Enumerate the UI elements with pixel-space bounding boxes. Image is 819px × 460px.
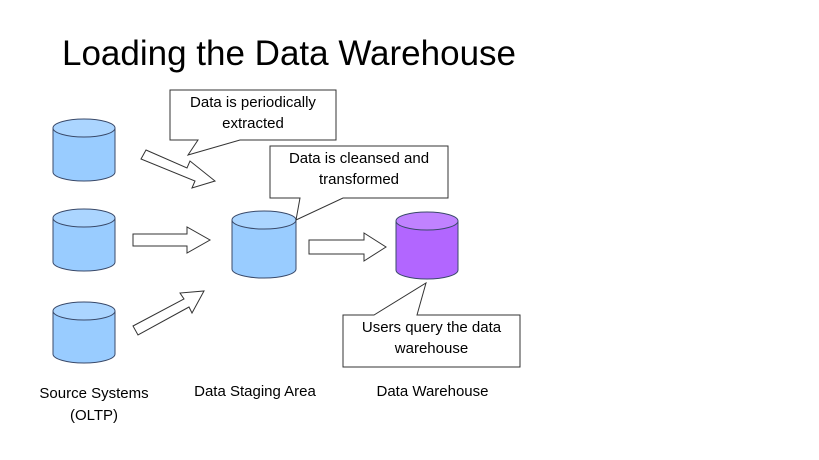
label-source-line2: (OLTP)	[69, 407, 119, 424]
callout-transform-line1: Data is cleansed and	[288, 150, 430, 167]
callout-transform-line2: transformed	[318, 171, 400, 188]
callout-extract-box	[169, 89, 337, 156]
db-body	[52, 218, 116, 272]
callout-extract-line2: extracted	[222, 115, 284, 132]
arrow-source3-to-staging	[132, 290, 205, 336]
source-db-1	[52, 118, 116, 182]
db-top	[52, 118, 116, 138]
db-top	[231, 210, 297, 230]
staging-db	[231, 210, 297, 279]
callout-transform-box	[269, 145, 449, 221]
arrow-source2-to-staging	[132, 226, 212, 254]
source-db-2	[52, 208, 116, 272]
callout-query-box	[342, 281, 521, 368]
callout-transform: Data is cleansed and transformed	[270, 148, 448, 190]
db-body	[231, 220, 297, 279]
db-body	[395, 221, 459, 280]
warehouse-db	[395, 211, 459, 280]
callout-query-line2: warehouse	[394, 340, 469, 357]
source-db-3	[52, 301, 116, 364]
callout-extract-line1: Data is periodically	[190, 94, 316, 111]
db-body	[52, 311, 116, 364]
callout-query-line1: Users query the data	[361, 319, 502, 336]
db-top	[395, 211, 459, 231]
label-source-line1: Source Systems	[39, 385, 149, 402]
db-body	[52, 128, 116, 182]
label-source-systems: Source Systems (OLTP)	[24, 383, 164, 427]
callout-extract: Data is periodically extracted	[170, 92, 336, 134]
arrow-staging-to-warehouse	[308, 232, 387, 262]
slide-title: Loading the Data Warehouse	[62, 34, 517, 73]
label-data-warehouse: Data Warehouse	[376, 383, 489, 400]
arrow-source1-to-staging	[140, 149, 217, 189]
callout-query: Users query the data warehouse	[343, 317, 520, 359]
label-staging-area: Data Staging Area	[194, 383, 316, 400]
db-top	[52, 301, 116, 321]
db-top	[52, 208, 116, 228]
